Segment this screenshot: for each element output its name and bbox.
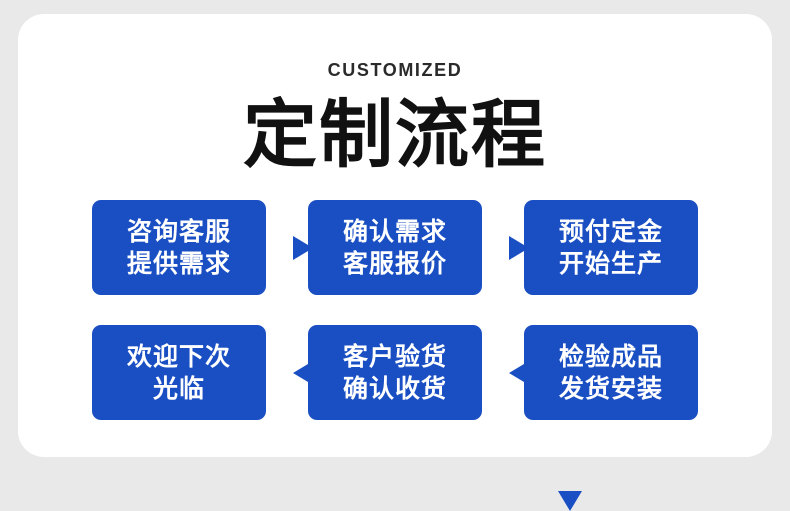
flow-step-1-line2: 提供需求 [126, 249, 231, 278]
flow-step-4-line1: 检验成品 [558, 342, 663, 371]
flow-step-2: 确认需求 客服报价 [308, 200, 482, 295]
eyebrow-text: CUSTOMIZED [327, 60, 463, 80]
flow-step-2-line2: 客服报价 [342, 249, 447, 278]
flow-step-5: 客户验货 确认收货 [308, 325, 482, 420]
flow-step-6-line2: 光临 [152, 374, 205, 403]
flow-row-bottom: 欢迎下次 光临 客户验货 确认收货 检验成品 发货安装 [59, 325, 731, 420]
flow-step-5-line1: 客户验货 [342, 342, 447, 371]
flow-step-6-line1: 欢迎下次 [126, 342, 231, 371]
content-card: CUSTOMIZED 定制流程 咨询客服 提供需求 确认需求 客服报价 预付定金… [18, 14, 772, 511]
diagram-canvas: CUSTOMIZED 定制流程 咨询客服 提供需求 确认需求 客服报价 预付定金… [18, 14, 772, 511]
page-title: 定制流程 [243, 93, 547, 176]
flow-step-4-line2: 发货安装 [558, 374, 663, 403]
process-flow: 咨询客服 提供需求 确认需求 客服报价 预付定金 开始生产 欢迎下次 光临 [18, 200, 772, 511]
flow-step-2-line1: 确认需求 [342, 217, 447, 246]
flow-step-3-line2: 开始生产 [558, 249, 663, 278]
flow-step-3-line1: 预付定金 [558, 217, 663, 246]
flow-step-3: 预付定金 开始生产 [524, 200, 698, 295]
arrow-down-icon [558, 491, 582, 511]
flow-step-4: 检验成品 发货安装 [524, 325, 698, 420]
flow-step-5-line2: 确认收货 [342, 374, 447, 403]
flow-step-1-line1: 咨询客服 [126, 217, 231, 246]
flow-step-6: 欢迎下次 光临 [92, 325, 266, 420]
flow-row-top: 咨询客服 提供需求 确认需求 客服报价 预付定金 开始生产 [59, 200, 731, 295]
flow-step-1: 咨询客服 提供需求 [92, 200, 266, 295]
